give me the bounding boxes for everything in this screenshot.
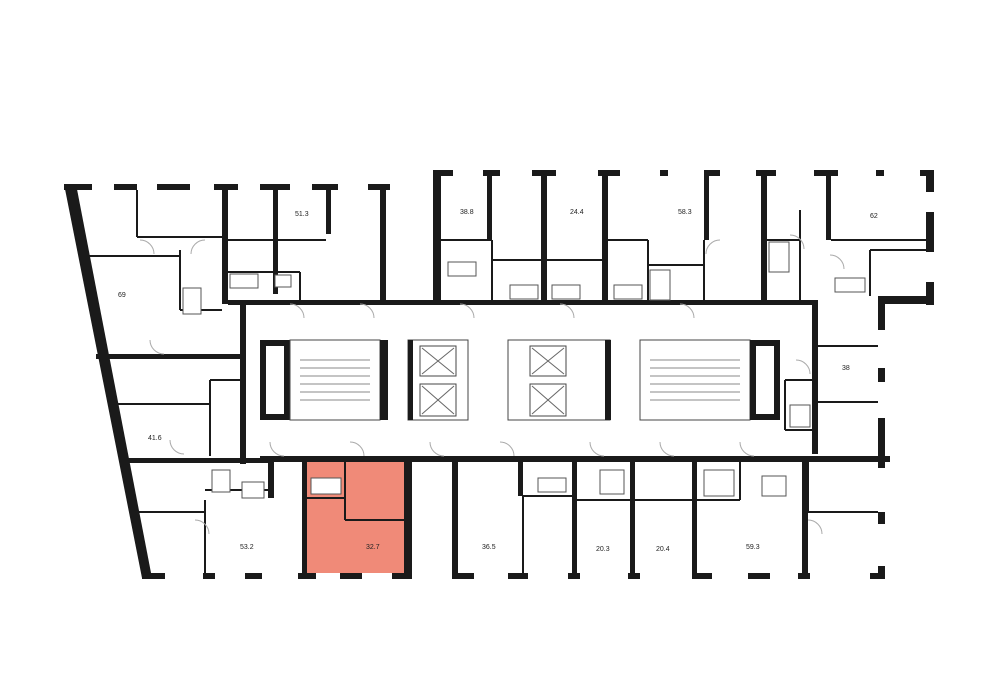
- north-thin-walls: [80, 190, 926, 311]
- north-partitions: [222, 170, 831, 304]
- unit-38-area[interactable]: 38: [842, 365, 850, 372]
- windows: [92, 170, 934, 579]
- unit-59-3-area[interactable]: 59.3: [746, 544, 760, 551]
- building-core: [260, 339, 780, 421]
- unit-53-2-area[interactable]: 53.2: [240, 544, 254, 551]
- unit-32-7-highlight[interactable]: [302, 458, 409, 578]
- west-partitions: [96, 304, 274, 573]
- unit-62-area[interactable]: 62: [870, 213, 878, 220]
- door-swings: [139, 234, 845, 535]
- area-labels: 69 51.3 38.8 24.4 58.3 62 38 41.6 53.2 3…: [118, 209, 878, 553]
- south-partitions: [260, 456, 890, 578]
- east-partitions: [784, 304, 878, 454]
- unit-41-6-area[interactable]: 41.6: [148, 435, 162, 442]
- unit-38-8-area[interactable]: 38.8: [460, 209, 474, 216]
- north-corridor-wall: [228, 300, 818, 305]
- unit-24-4-area[interactable]: 24.4: [570, 209, 584, 216]
- bathroom-fixtures: [182, 241, 866, 499]
- unit-36-5-area[interactable]: 36.5: [482, 544, 496, 551]
- unit-32-7-area[interactable]: 32.7: [366, 544, 380, 551]
- unit-58-3-area[interactable]: 58.3: [678, 209, 692, 216]
- unit-69-area[interactable]: 69: [118, 292, 126, 299]
- unit-20-3-area[interactable]: 20.3: [596, 546, 610, 553]
- unit-20-4-area[interactable]: 20.4: [656, 546, 670, 553]
- unit-51-3-area[interactable]: 51.3: [295, 211, 309, 218]
